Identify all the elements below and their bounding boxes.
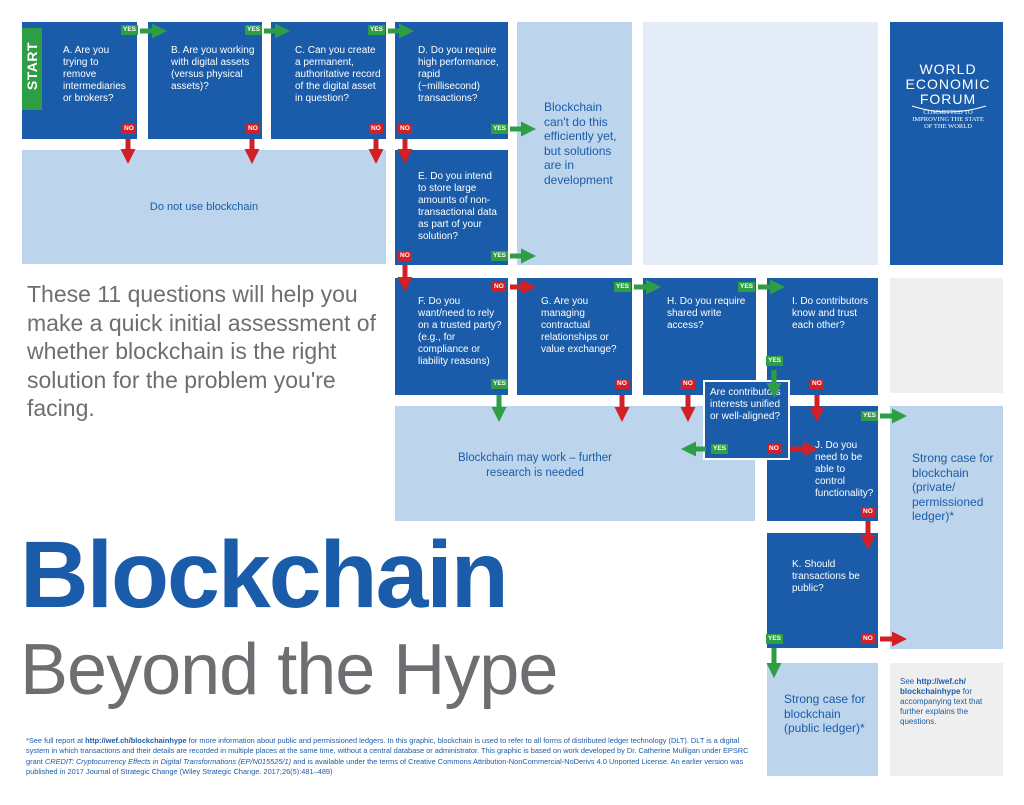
may-work-box <box>395 406 755 521</box>
see-note-suffix: for accompanying text that further expla… <box>900 687 983 726</box>
yes-label-c: YES <box>368 25 386 35</box>
public-ledger-box <box>767 663 878 776</box>
footnote-credit: CREDIT: Cryptocurrency Effects in Digita… <box>44 756 292 766</box>
interests-text: Are contributors interests unified or we… <box>710 387 781 422</box>
intro-text: These 11 questions will help you make a … <box>27 281 376 421</box>
public-ledger-text: Strong case for blockchain (public ledge… <box>784 692 866 735</box>
no-label-i: NO <box>810 379 824 389</box>
yes-label-d: YES <box>491 124 509 134</box>
question-j-text: J. Do you need to be able to control fun… <box>815 440 874 499</box>
question-k-text: K. Should transactions be public? <box>792 559 860 594</box>
question-b-box <box>148 22 262 139</box>
cant-efficiently-text: Blockchain can't do this efficiently yet… <box>544 100 617 187</box>
question-a-text: A. Are you trying to remove intermediari… <box>63 45 126 104</box>
title-beyond-hype: Beyond the Hype <box>20 630 558 710</box>
logo-tagline3: OF THE WORLD <box>924 123 972 130</box>
private-ledger-box <box>890 406 1003 649</box>
yes-label-k: YES <box>766 634 784 644</box>
logo-arc <box>911 105 987 113</box>
logo-line2: ECONOMIC <box>906 76 991 92</box>
footnote-part3: and is available under the terms of Crea… <box>26 756 744 777</box>
logo-line1: WORLD <box>919 61 976 77</box>
question-f-text: F. Do you want/need to rely on a trusted… <box>418 296 502 367</box>
no-label-interests: NO <box>767 444 781 454</box>
question-h-box <box>643 278 756 395</box>
wef-logo-panel: WORLD ECONOMIC FORUM COMMITTED TO IMPROV… <box>890 22 1003 265</box>
yes-label-g: YES <box>614 282 632 292</box>
question-e-text: E. Do you intend to store large amounts … <box>418 171 497 242</box>
question-h-text: H. Do you require shared write access? <box>667 296 746 331</box>
no-blockchain-text: Do not use blockchain <box>149 201 259 213</box>
yes-label-interests: YES <box>711 444 729 454</box>
question-e-box <box>395 150 508 265</box>
no-label-h: NO <box>681 379 695 389</box>
footnote-part2: for more information about public and pe… <box>26 736 749 766</box>
footnote-part1: *See full report at <box>26 736 86 745</box>
cant-efficiently-box <box>517 22 632 265</box>
see-note-text: See http://wef.ch/ blockchainhype for ac… <box>900 677 996 727</box>
may-work-text: Blockchain may work – further research i… <box>457 452 613 479</box>
no-label-a: NO <box>122 124 136 134</box>
wef-logo: WORLD ECONOMIC FORUM COMMITTED TO IMPROV… <box>906 61 991 130</box>
logo-tagline1: COMMITTED TO <box>923 109 973 116</box>
see-note-prefix: See <box>900 677 917 686</box>
question-g-box <box>517 278 632 395</box>
yes-label-i: YES <box>766 356 784 366</box>
question-k-box <box>767 533 878 648</box>
start-tab: START <box>22 28 42 110</box>
yes-label-f: YES <box>491 379 509 389</box>
question-d-text: D. Do you require high performance, rapi… <box>418 45 499 104</box>
yes-label-h: YES <box>738 282 756 292</box>
question-c-text: C. Can you create a permanent, authorita… <box>295 45 381 104</box>
private-ledger-text: Strong case for blockchain (private/ per… <box>912 451 994 523</box>
yes-label-e: YES <box>491 251 509 261</box>
question-d-box <box>395 22 508 139</box>
question-f-box <box>395 278 508 395</box>
logo-tagline2: IMPROVING THE STATE <box>912 116 984 123</box>
see-note-box <box>890 663 1003 776</box>
question-i-box <box>767 278 878 395</box>
footnote: *See full report at http://wef.ch/blockc… <box>26 736 756 778</box>
see-note-link[interactable]: http://wef.ch/ blockchainhype <box>900 677 966 696</box>
no-label-b: NO <box>246 124 260 134</box>
footnote-link[interactable]: http://wef.ch/blockchainhype <box>85 736 187 745</box>
question-i-text: I. Do contributors know and trust each o… <box>792 296 869 331</box>
no-label-d: NO <box>398 124 412 134</box>
no-label-f: NO <box>492 282 506 292</box>
title-blockchain: Blockchain <box>20 522 509 628</box>
no-label-g: NO <box>615 379 629 389</box>
blank-panel <box>643 22 878 265</box>
no-label-k: NO <box>861 634 875 644</box>
question-c-box <box>271 22 386 139</box>
no-blockchain-box <box>22 150 386 264</box>
yes-label-b: YES <box>245 25 263 35</box>
yes-label-a: YES <box>121 25 139 35</box>
no-label-c: NO <box>369 124 383 134</box>
yes-label-j: YES <box>861 411 879 421</box>
no-label-j: NO <box>861 507 875 517</box>
logo-line3: FORUM <box>920 91 976 107</box>
no-label-e: NO <box>398 251 412 261</box>
blank-grey-panel <box>890 278 1003 393</box>
question-b-text: B. Are you working with digital assets (… <box>171 45 255 92</box>
question-g-text: G. Are you managing contractual relation… <box>541 296 617 355</box>
